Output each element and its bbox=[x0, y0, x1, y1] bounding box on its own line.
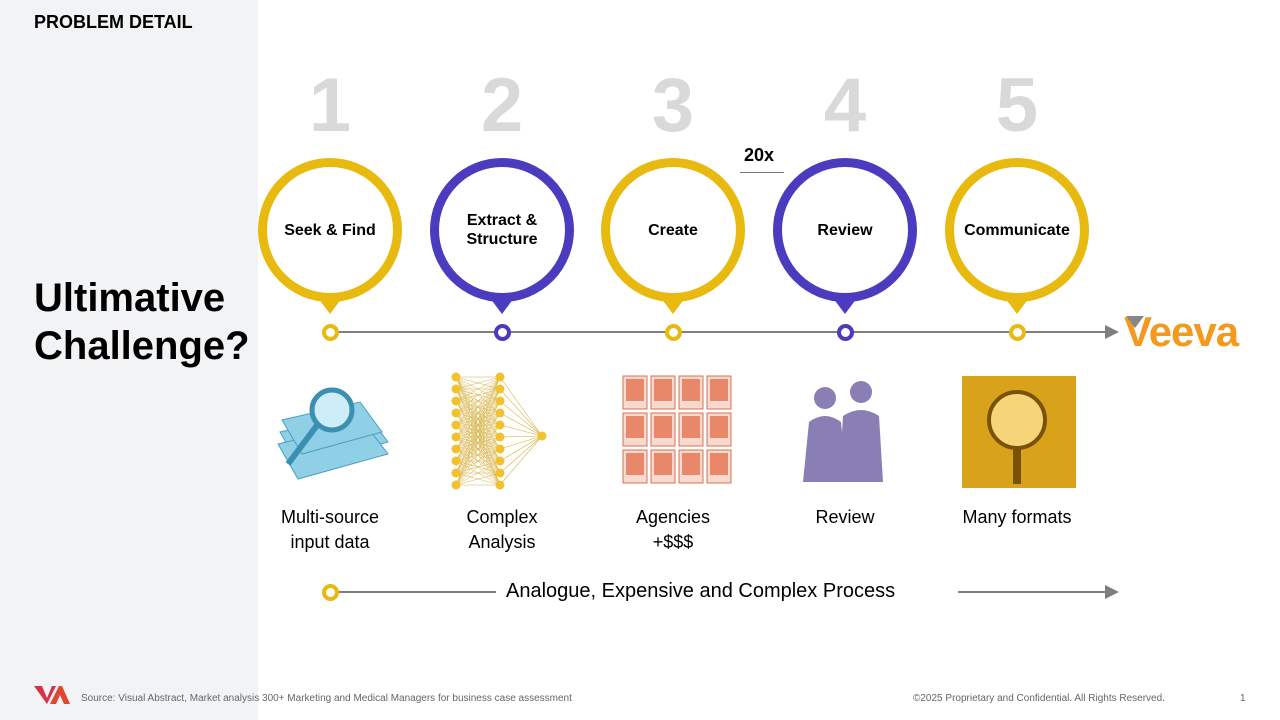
neural-network-icon bbox=[442, 372, 562, 490]
stage-circle: Communicate bbox=[945, 158, 1089, 302]
stage-number: 3 bbox=[651, 63, 695, 148]
timeline-dot bbox=[494, 324, 511, 341]
stage-caption: Review bbox=[815, 507, 875, 527]
digital-formats-icon bbox=[957, 372, 1077, 490]
multiplier-label: 20x bbox=[744, 145, 775, 165]
double-arrow-icon bbox=[740, 172, 784, 173]
stage-circle: Review bbox=[773, 158, 917, 302]
sidebar-panel bbox=[0, 0, 258, 720]
stage-number: 2 bbox=[480, 63, 524, 148]
business-people-icon bbox=[785, 372, 905, 490]
process-arrow-icon bbox=[1105, 585, 1119, 599]
copyright: ©2025 Proprietary and Confidential. All … bbox=[913, 693, 1165, 704]
stage-label: Seek & Find bbox=[284, 221, 376, 239]
stage-number: 5 bbox=[995, 63, 1039, 148]
timeline-dot bbox=[322, 324, 339, 341]
page-number: 1 bbox=[1240, 693, 1246, 704]
process-line-left bbox=[338, 591, 496, 593]
stage-label: Create bbox=[648, 221, 698, 239]
stage-circle: Seek & Find bbox=[258, 158, 402, 302]
slide-title: Ultimative Challenge? bbox=[34, 276, 250, 368]
stage-label: Extract & Structure bbox=[466, 212, 538, 248]
timeline-arrow-icon bbox=[1105, 325, 1119, 339]
stage-number: 1 bbox=[308, 63, 352, 148]
stage-label: Review bbox=[817, 221, 873, 239]
veeva-logo: Veeva bbox=[1124, 308, 1239, 355]
stage-caption: Multi-source input data bbox=[280, 507, 380, 552]
stage-caption: Complex Analysis bbox=[466, 507, 538, 552]
agency-cards-icon bbox=[613, 372, 733, 490]
section-header: PROBLEM DETAIL bbox=[34, 12, 193, 32]
company-logo bbox=[34, 684, 70, 706]
timeline-dot bbox=[1009, 324, 1026, 341]
source-note: Source: Visual Abstract, Market analysis… bbox=[81, 693, 572, 704]
timeline-dot bbox=[665, 324, 682, 341]
process-label: Analogue, Expensive and Complex Process bbox=[506, 580, 896, 602]
process-line-right bbox=[958, 591, 1108, 593]
timeline-line bbox=[330, 331, 1110, 333]
stage-circle: Create bbox=[601, 158, 745, 302]
stage-caption: Many formats bbox=[962, 507, 1072, 527]
magnifier-documents-icon bbox=[270, 372, 390, 490]
timeline-dot bbox=[837, 324, 854, 341]
stage-circle: Extract & Structure bbox=[430, 158, 574, 302]
stage-label: Communicate bbox=[964, 221, 1070, 239]
stage-number: 4 bbox=[823, 63, 867, 148]
stage-caption: Agencies +$$$ bbox=[635, 507, 711, 552]
process-start-dot bbox=[322, 584, 339, 601]
